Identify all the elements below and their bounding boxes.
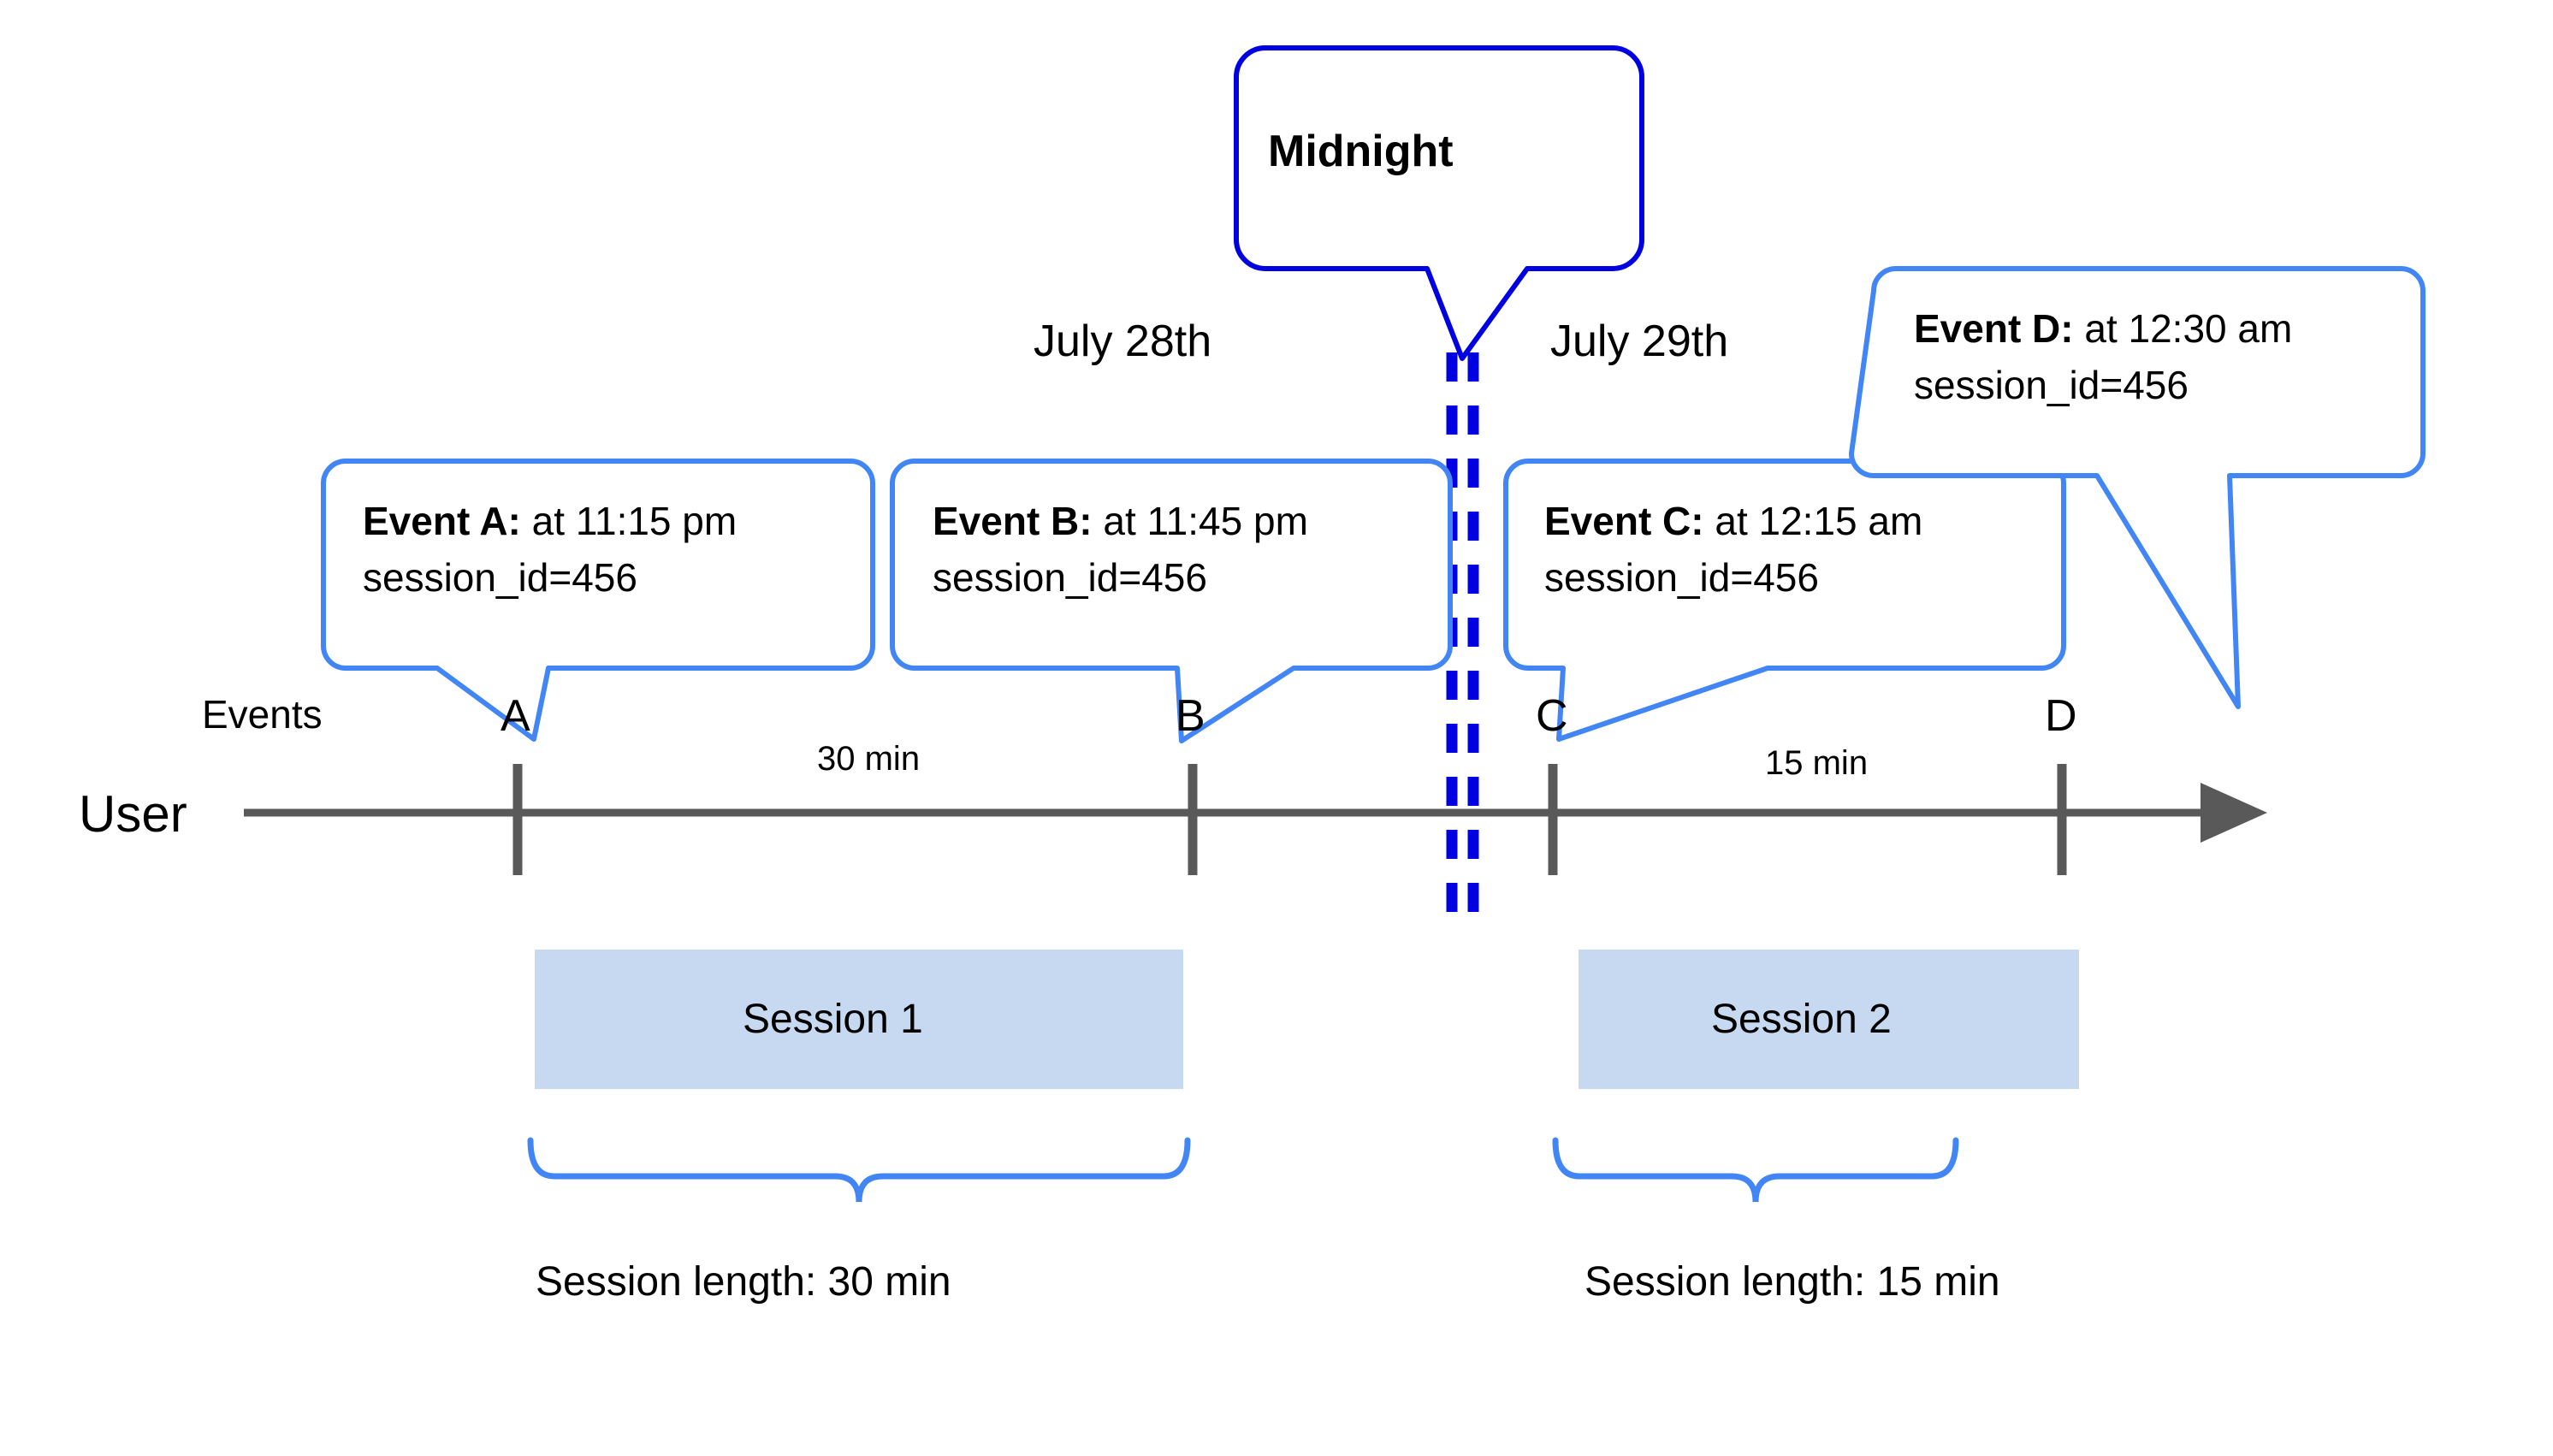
marker-letter-c: C <box>1536 691 1568 741</box>
event-c-callout-line2: session_id=456 <box>1544 555 1819 600</box>
event-a-callout-shape <box>321 459 875 742</box>
event-b-callout-line1: Event B: at 11:45 pm <box>933 498 1308 544</box>
session-2-length-label: Session length: 15 min <box>1585 1259 2000 1305</box>
event-a-detail: at 11:15 pm <box>520 499 737 543</box>
event-a-callout-line2: session_id=456 <box>363 555 637 600</box>
session-1-bar <box>535 950 1183 1089</box>
duration-label-a-to-b: 30 min <box>817 740 921 778</box>
event-c-detail: at 12:15 am <box>1703 499 1923 543</box>
event-b-title: Event B: <box>933 499 1093 543</box>
marker-letter-d: D <box>2045 691 2077 741</box>
event-d-callout-line1: Event D: at 12:30 am <box>1914 305 2292 352</box>
event-d-title: Event D: <box>1914 306 2074 351</box>
duration-label-c-to-d: 15 min <box>1765 744 1869 782</box>
event-d-callout-shape <box>1849 266 2426 709</box>
midnight-label: Midnight <box>1268 127 1454 176</box>
axis-arrowhead <box>2201 783 2267 843</box>
session-1-bar-label: Session 1 <box>743 997 923 1042</box>
event-a-title: Event A: <box>363 499 521 543</box>
event-b-callout-line2: session_id=456 <box>933 555 1207 600</box>
lane-label-events: Events <box>202 692 323 737</box>
marker-letter-b: B <box>1176 691 1205 741</box>
date-label-july-29: July 29th <box>1550 317 1729 366</box>
event-d-callout-line2: session_id=456 <box>1914 363 2189 407</box>
session-1-brace <box>527 1137 1191 1203</box>
event-c-callout-shape <box>1503 459 2066 742</box>
marker-letter-a: A <box>501 691 530 741</box>
session-2-bar <box>1579 950 2079 1089</box>
event-d-detail: at 12:30 am <box>2073 306 2293 351</box>
date-label-july-28: July 28th <box>1034 317 1212 366</box>
event-b-callout-shape <box>890 459 1453 743</box>
event-c-title: Event C: <box>1544 499 1704 543</box>
session-2-brace <box>1552 1137 1959 1203</box>
event-c-callout-line1: Event C: at 12:15 am <box>1544 498 1922 544</box>
event-a-callout-line1: Event A: at 11:15 pm <box>363 498 737 544</box>
midnight-callout-shape <box>1234 45 1644 361</box>
event-b-detail: at 11:45 pm <box>1092 499 1308 543</box>
session-2-bar-label: Session 2 <box>1711 997 1892 1042</box>
timeline-axis <box>244 764 2267 875</box>
midnight-dashed-lines <box>1446 352 1479 922</box>
lane-label-user: User <box>79 785 187 843</box>
session-1-length-label: Session length: 30 min <box>536 1259 951 1305</box>
